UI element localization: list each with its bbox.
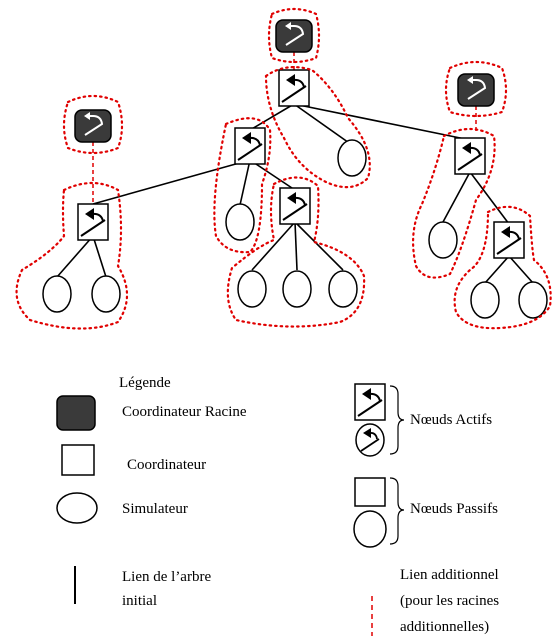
coordinator-center (279, 187, 311, 225)
legend-root-coordinator-icon (56, 395, 96, 431)
legend-root-coordinator-label: Coordinateur Racine (122, 404, 247, 420)
legend-coordinator-label: Coordinateur (127, 457, 207, 473)
coordinator-right (454, 137, 486, 175)
legend-active-nodes-label: Nœuds Actifs (410, 412, 493, 428)
legend-additional-link-label-line1: Lien additionnel (400, 567, 499, 583)
root-coordinator-top: root-coordinator-icon (275, 19, 313, 53)
legend-passive-coordinator-icon (354, 477, 386, 507)
legend-additional-link-label-line3: additionnelles) (400, 619, 490, 635)
legend-additional-link-label-line2: (pour les racines (400, 593, 500, 609)
legend-title: Légende (119, 375, 171, 391)
partition-outlines (15, 7, 552, 330)
legend-initial-link-label-line2: initial (122, 593, 157, 609)
legend-simulator-icon (56, 492, 98, 524)
coordinator-left (77, 203, 109, 241)
simulators (42, 139, 548, 319)
legend-active-simulator-icon (355, 423, 385, 457)
initial-tree-links (56, 103, 534, 284)
legend-simulator-label: Simulateur (122, 501, 188, 517)
legend-active-coordinator-icon (354, 383, 386, 421)
legend-passive-simulator-icon (353, 510, 387, 548)
legend-coordinator-icon (61, 444, 95, 476)
legend-active-brace (389, 385, 405, 455)
root-coordinator-right (457, 73, 495, 107)
legend-passive-nodes-label: Nœuds Passifs (410, 501, 498, 517)
coordinator-mid-left (234, 127, 266, 165)
root-coordinator-left (74, 109, 112, 143)
legend-passive-brace (389, 477, 405, 545)
legend-initial-link-label-line1: Lien de l’arbre (122, 569, 212, 585)
coordinator-far-right (493, 221, 525, 259)
coordinator-main (278, 69, 310, 107)
